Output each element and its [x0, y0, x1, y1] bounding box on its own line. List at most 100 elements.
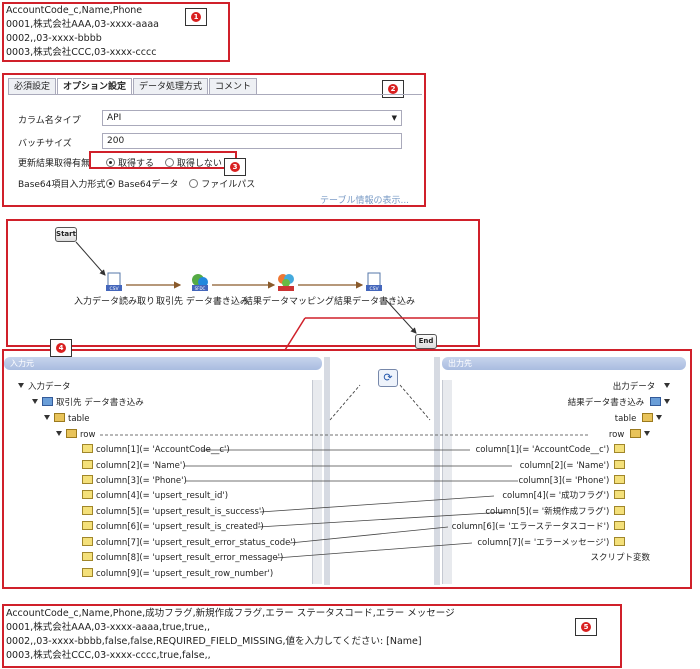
csv-output-line: 0003,株式会社CCC,03-xxxx-cccc,true,false,,	[6, 650, 211, 661]
output-tree-root[interactable]: 出力データ	[613, 381, 674, 394]
expand-icon	[656, 415, 662, 420]
radio-get-option[interactable]: 取得する	[106, 158, 154, 169]
input-column[interactable]: column[8](= 'upsert_result_error_message…	[82, 552, 283, 565]
right-splitter[interactable]	[434, 357, 440, 585]
base64-radio-group: Base64データ ファイルパス	[106, 177, 263, 190]
radio-unselected-icon	[164, 158, 174, 167]
input-column[interactable]: column[6](= 'upsert_result_is_created')	[82, 521, 264, 534]
settings-panel-box	[2, 73, 426, 207]
output-column[interactable]: column[3](= 'Phone')	[519, 475, 629, 488]
csv-output-box	[2, 604, 622, 668]
column-icon	[614, 475, 625, 484]
column-icon	[82, 521, 93, 530]
settings-tabs: 必須設定 オプション設定 データ処理方式 コメント	[8, 78, 258, 95]
tab-options[interactable]: オプション設定	[57, 78, 133, 95]
column-type-select[interactable]: API ▼	[102, 110, 402, 126]
options-panel	[8, 94, 422, 204]
input-tree-row[interactable]: row	[56, 429, 95, 442]
input-tree-table[interactable]: table	[44, 413, 90, 426]
expand-icon	[18, 383, 24, 388]
output-column[interactable]: column[7](= 'エラーメッセージ')	[477, 537, 628, 550]
output-column[interactable]: column[4](= '成功フラグ')	[502, 490, 628, 503]
csv-output-text: AccountCode_c,Name,Phone,成功フラグ,新規作成フラグ,エ…	[6, 607, 455, 663]
row-icon	[66, 429, 77, 438]
column-icon	[614, 521, 625, 530]
column-icon	[614, 490, 625, 499]
csv-file-icon: CSV	[104, 272, 124, 292]
expand-icon	[664, 399, 670, 404]
salesforce-icon: SFDC	[190, 272, 210, 292]
csv-input-line: 0001,株式会社AAA,03-xxxx-aaaa	[6, 19, 159, 30]
radio-unselected-icon	[189, 179, 199, 188]
flow-node-read-input[interactable]: CSV 入力データ読み取り	[74, 272, 155, 307]
input-column[interactable]: column[7](= 'upsert_result_error_status_…	[82, 537, 296, 550]
input-tree-root[interactable]: 入力データ	[18, 381, 71, 394]
column-icon	[82, 506, 93, 515]
column-icon	[82, 475, 93, 484]
output-tree-component[interactable]: 結果データ書き込み	[568, 397, 674, 410]
column-icon	[82, 568, 93, 577]
table-info-link[interactable]: テーブル情報の表示...	[320, 196, 410, 206]
mapping-editor-box	[2, 349, 692, 589]
csv-input-line: 0002,,03-xxxx-bbbb	[6, 33, 102, 44]
column-type-label: カラム名タイプ	[18, 116, 81, 126]
radio-noget-option[interactable]: 取得しない	[164, 158, 222, 169]
flow-diagram-box	[6, 219, 480, 347]
flow-node-label: 結果データマッピング	[244, 297, 335, 307]
chevron-down-icon: ▼	[391, 114, 397, 122]
input-column[interactable]: column[4](= 'upsert_result_id')	[82, 490, 228, 503]
svg-text:CSV: CSV	[109, 286, 119, 292]
batch-size-input[interactable]: 200	[102, 133, 402, 149]
csv-output-line: AccountCode_c,Name,Phone,成功フラグ,新規作成フラグ,エ…	[6, 608, 455, 619]
output-script-vars[interactable]: スクリプト変数	[590, 553, 650, 563]
flow-end-node[interactable]: End	[415, 334, 437, 349]
svg-text:CSV: CSV	[369, 286, 379, 292]
input-tree-component[interactable]: 取引先 データ書き込み	[32, 397, 144, 410]
input-column[interactable]: column[2](= 'Name')	[82, 460, 186, 473]
input-pane-header: 入力元	[4, 357, 322, 370]
input-scrollbar[interactable]	[312, 380, 322, 584]
output-column[interactable]: column[5](= '新規作成フラグ')	[485, 506, 628, 519]
column-icon	[614, 537, 625, 546]
component-icon	[650, 397, 661, 406]
step-badge-4: 4	[50, 339, 72, 357]
output-scrollbar[interactable]	[442, 380, 452, 584]
radio-file-path[interactable]: ファイルパス	[189, 179, 255, 190]
output-column[interactable]: column[2](= 'Name')	[520, 460, 628, 473]
input-column[interactable]: column[5](= 'upsert_result_is_success')	[82, 506, 265, 519]
svg-text:SFDC: SFDC	[195, 286, 206, 291]
input-column[interactable]: column[3](= 'Phone')	[82, 475, 187, 488]
output-tree-row[interactable]: row	[609, 429, 654, 442]
flow-node-write-result[interactable]: CSV 結果データ書き込み	[334, 272, 415, 307]
output-column[interactable]: column[6](= 'エラーステータスコード')	[452, 521, 628, 534]
expand-icon	[44, 415, 50, 420]
row-icon	[630, 429, 641, 438]
input-column[interactable]: column[1](= 'AccountCode__c')	[82, 444, 230, 457]
expand-icon	[32, 399, 38, 404]
csv-input-text: AccountCode_c,Name,Phone 0001,株式会社AAA,03…	[6, 4, 159, 60]
expand-icon	[644, 431, 650, 436]
flow-node-write-account[interactable]: SFDC 取引先 データ書き込み	[156, 272, 249, 307]
flow-start-node[interactable]: Start	[55, 227, 77, 242]
column-icon	[614, 506, 625, 515]
output-tree-table[interactable]: table	[615, 413, 666, 426]
column-icon	[82, 490, 93, 499]
input-column[interactable]: column[9](= 'upsert_result_row_number')	[82, 568, 273, 581]
csv-input-box	[2, 2, 230, 62]
mapping-icon	[276, 272, 296, 292]
update-result-label: 更新結果取得有無	[18, 159, 91, 169]
flow-node-mapping[interactable]: 結果データマッピング	[244, 272, 335, 307]
radio-base64-data[interactable]: Base64データ	[106, 179, 178, 190]
left-splitter[interactable]	[324, 357, 330, 585]
update-result-radio-group: 取得する 取得しない	[106, 156, 230, 169]
refresh-mapping-icon[interactable]: ⟳	[378, 369, 398, 387]
table-icon	[54, 413, 65, 422]
tab-required[interactable]: 必須設定	[8, 78, 57, 94]
tab-processing[interactable]: データ処理方式	[133, 78, 209, 94]
csv-file-icon: CSV	[364, 272, 384, 292]
csv-output-line: 0001,株式会社AAA,03-xxxx-aaaa,true,true,,	[6, 622, 211, 633]
tab-comment[interactable]: コメント	[209, 78, 258, 94]
column-icon	[82, 460, 93, 469]
output-column[interactable]: column[1](= 'AccountCode__c')	[476, 444, 628, 457]
